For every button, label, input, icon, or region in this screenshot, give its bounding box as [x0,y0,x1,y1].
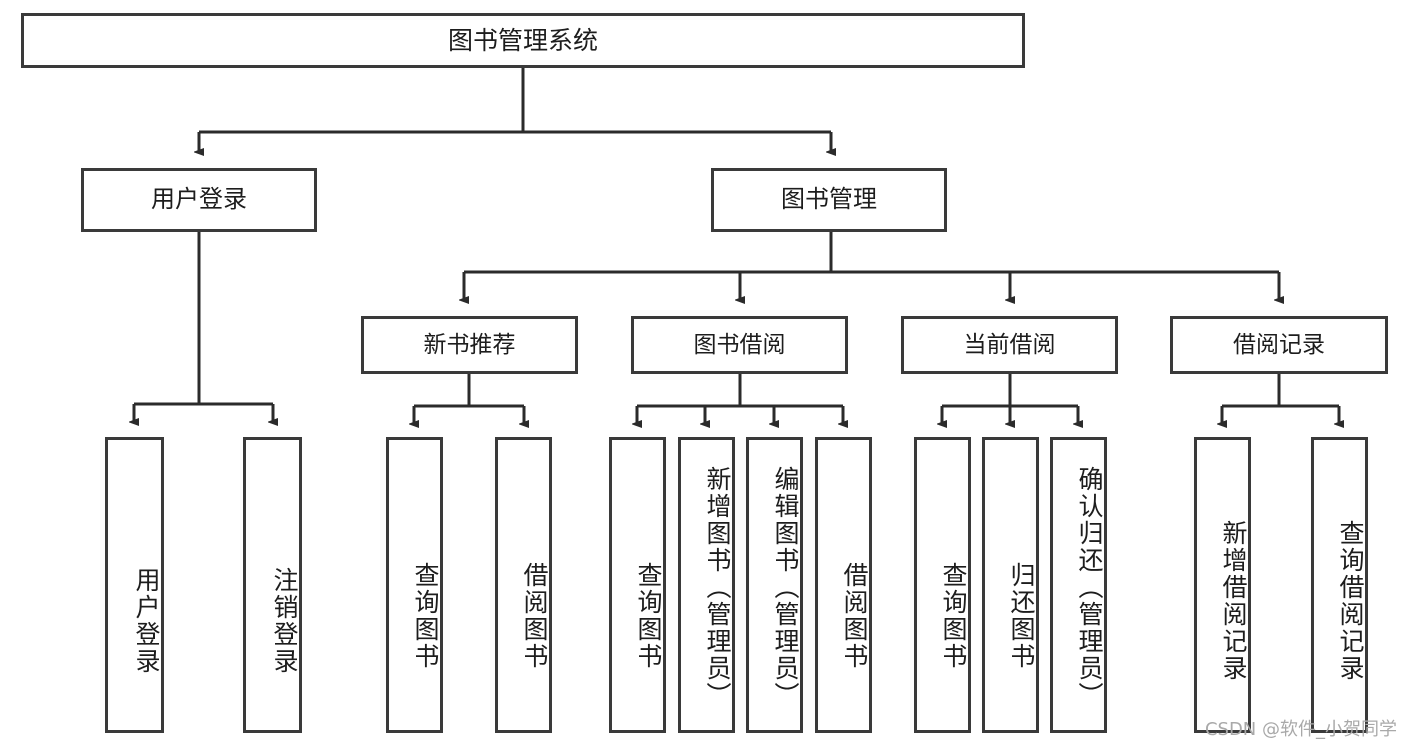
leaf-newbook-borrow-books[interactable]: 借阅图书 [495,437,552,733]
leaf-query-borrow-record[interactable]: 查询借阅记录 [1311,437,1368,733]
leaf-confirm-return-admin[interactable]: 确认归还（管理员） [1050,437,1107,733]
leaf-current-query-books[interactable]: 查询图书 [914,437,971,733]
leaf-borrow-query-books[interactable]: 查询图书 [609,437,666,733]
leaf-add-book-admin[interactable]: 新增图书（管理员） [678,437,735,733]
leaf-add-book-admin-label: 新增图书（管理员） [703,465,732,709]
leaf-edit-book-admin[interactable]: 编辑图书（管理员） [746,437,803,733]
leaf-logout-label: 注销登录 [270,567,299,675]
node-book-borrow[interactable]: 图书借阅 [631,316,848,374]
node-user-login-label: 用户登录 [151,185,247,214]
leaf-borrow-books[interactable]: 借阅图书 [815,437,872,733]
leaf-query-borrow-record-label: 查询借阅记录 [1336,520,1365,682]
leaf-user-login-label: 用户登录 [132,567,161,675]
leaf-newbook-query-books-label: 查询图书 [411,562,440,670]
node-current-borrow-label: 当前借阅 [963,331,1056,358]
leaf-logout[interactable]: 注销登录 [243,437,302,733]
leaf-current-query-books-label: 查询图书 [939,562,968,670]
leaf-edit-book-admin-label: 编辑图书（管理员） [771,465,800,709]
node-book-management[interactable]: 图书管理 [711,168,947,232]
node-borrow-record[interactable]: 借阅记录 [1170,316,1388,374]
node-new-book-recommend-label: 新书推荐 [423,331,516,358]
leaf-newbook-query-books[interactable]: 查询图书 [386,437,443,733]
node-current-borrow[interactable]: 当前借阅 [901,316,1118,374]
leaf-user-login[interactable]: 用户登录 [105,437,164,733]
node-user-login[interactable]: 用户登录 [81,168,317,232]
leaf-borrow-query-books-label: 查询图书 [634,562,663,670]
watermark: CSDN @软件_小贺同学 [1204,719,1397,740]
node-new-book-recommend[interactable]: 新书推荐 [361,316,578,374]
leaf-confirm-return-admin-label: 确认归还（管理员） [1075,465,1104,709]
node-root[interactable]: 图书管理系统 [21,13,1025,68]
leaf-newbook-borrow-books-label: 借阅图书 [520,562,549,670]
leaf-borrow-books-label: 借阅图书 [840,562,869,670]
leaf-return-books[interactable]: 归还图书 [982,437,1039,733]
node-book-borrow-label: 图书借阅 [693,331,786,358]
node-borrow-record-label: 借阅记录 [1233,331,1325,358]
leaf-return-books-label: 归还图书 [1007,562,1036,670]
leaf-add-borrow-record-label: 新增借阅记录 [1219,520,1248,682]
node-root-label: 图书管理系统 [447,26,598,55]
leaf-add-borrow-record[interactable]: 新增借阅记录 [1194,437,1251,733]
node-book-management-label: 图书管理 [781,185,877,214]
